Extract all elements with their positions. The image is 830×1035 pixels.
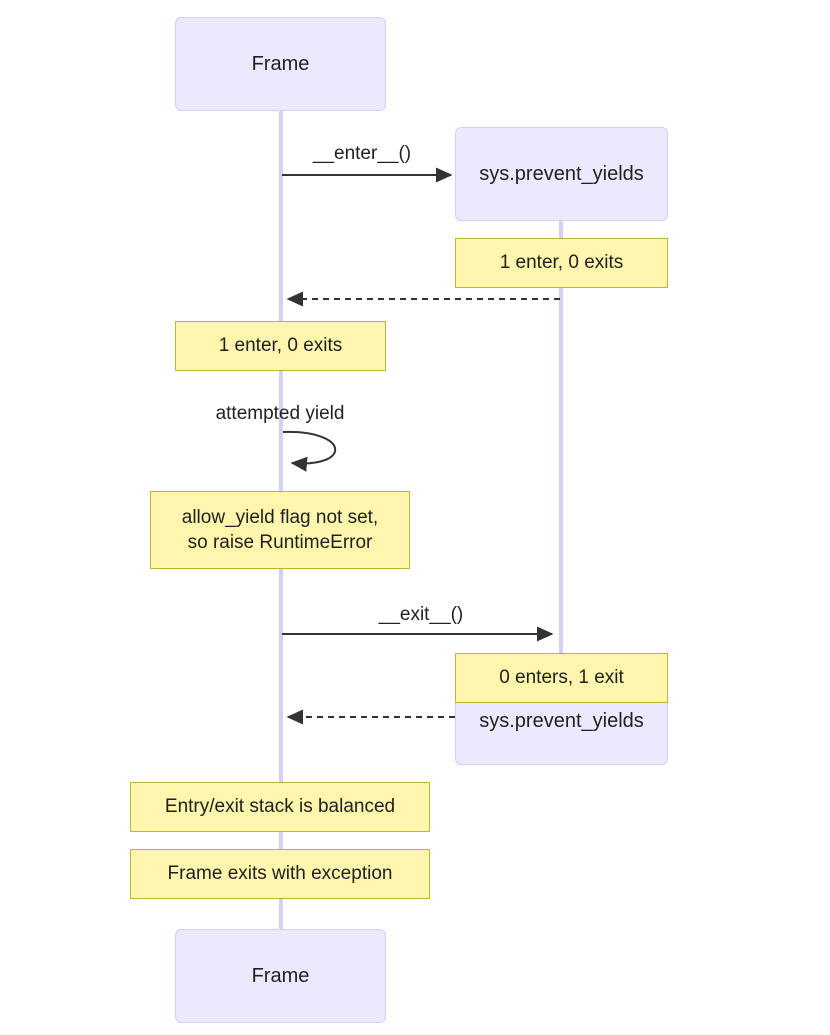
arrow-attempted-yield [282, 430, 337, 472]
note-frame-enter: 1 enter, 0 exits [175, 321, 386, 371]
note-sys-enter-text: 1 enter, 0 exits [499, 252, 624, 274]
note-sys-enter: 1 enter, 0 exits [455, 238, 668, 288]
actor-sys-top-label: sys.prevent_yields [479, 162, 644, 185]
actor-frame-top[interactable]: Frame [175, 17, 386, 111]
actor-sys-top[interactable]: sys.prevent_yields [455, 127, 668, 221]
note-sys-exit: 0 enters, 1 exit [455, 653, 668, 703]
attempted-yield-text: attempted yield [215, 403, 345, 424]
note-frame-enter-text: 1 enter, 0 exits [218, 335, 343, 357]
note-runtime-error: allow_yield flag not set, so raise Runti… [150, 491, 410, 569]
message-label-enter-call: __enter__() [313, 143, 411, 165]
actor-frame-bottom[interactable]: Frame [175, 929, 386, 1023]
note-balanced: Entry/exit stack is balanced [130, 782, 430, 832]
actor-frame-bottom-label: Frame [251, 964, 310, 987]
actor-sys-bottom-label: sys.prevent_yields [479, 710, 644, 732]
note-exception: Frame exits with exception [130, 849, 430, 899]
message-label-exit-call: __exit__() [379, 604, 464, 626]
message-label-attempted-yield: attempted yield [216, 403, 345, 425]
enter-call-text: __enter__() [312, 143, 412, 164]
note-runtime-error-text: allow_yield flag not set, so raise Runti… [181, 506, 379, 553]
exit-call-text: __exit__() [378, 604, 464, 625]
actor-frame-top-label: Frame [251, 52, 310, 75]
note-exception-text: Frame exits with exception [167, 863, 393, 885]
note-balanced-text: Entry/exit stack is balanced [164, 796, 396, 818]
note-sys-exit-text: 0 enters, 1 exit [499, 667, 624, 689]
